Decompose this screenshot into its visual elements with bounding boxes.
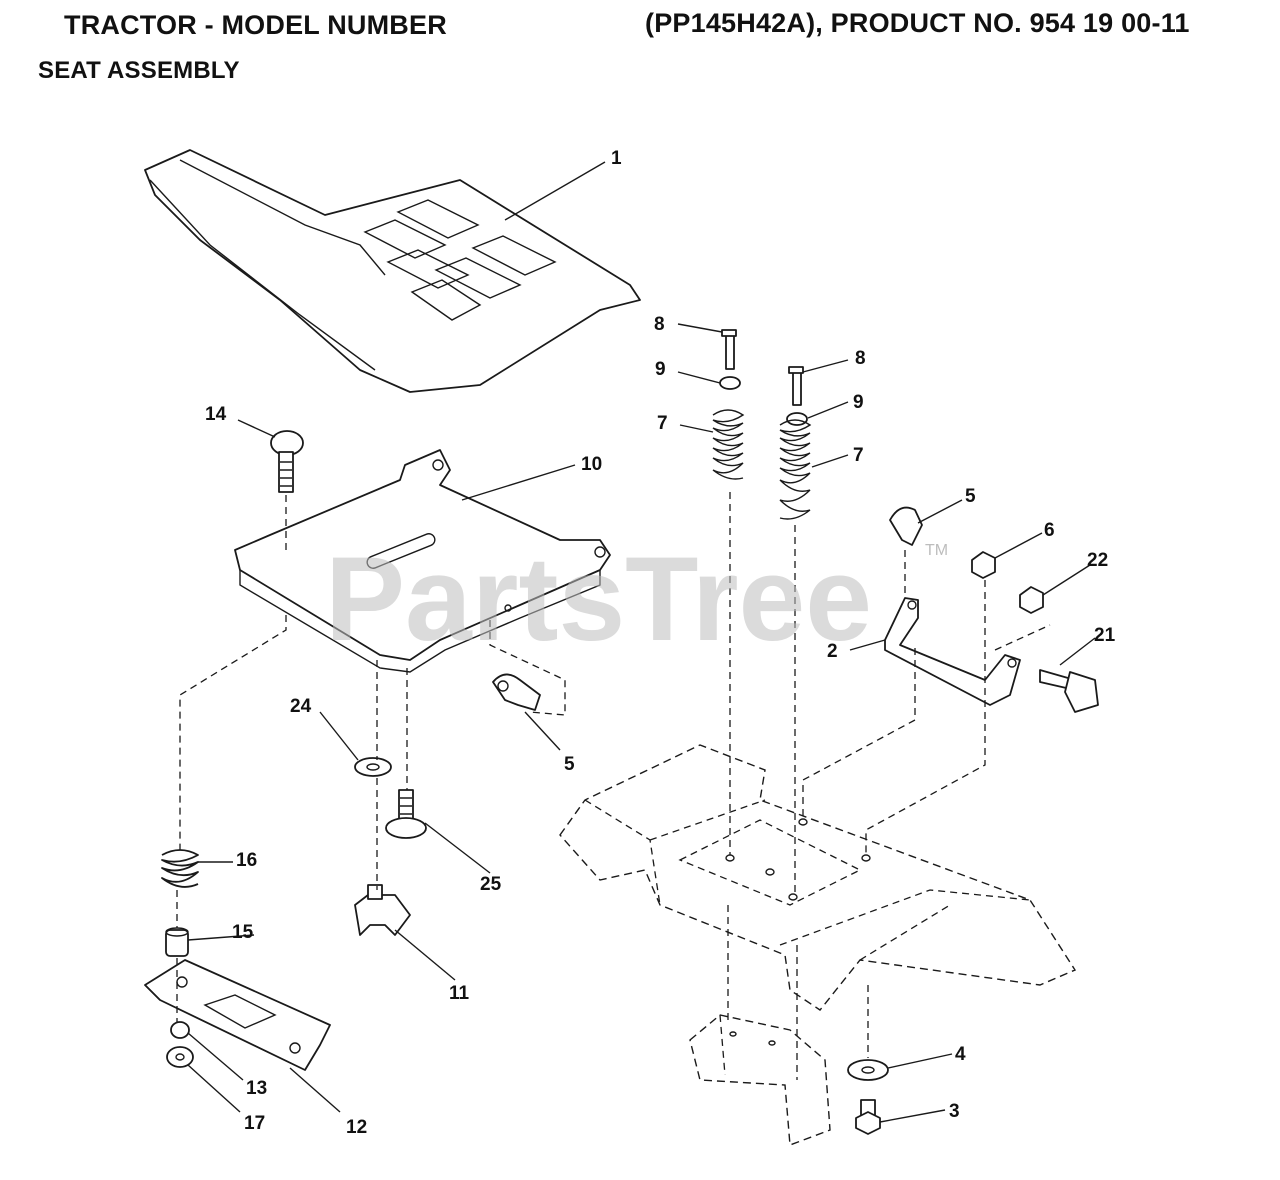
callout-1: 1 — [611, 148, 622, 169]
callout-21: 21 — [1094, 625, 1116, 646]
callout-25: 25 — [480, 874, 502, 895]
callout-12: 12 — [346, 1117, 367, 1138]
hardware-right — [712, 329, 1099, 1135]
callout-6: 6 — [1044, 520, 1055, 541]
seat-cushion — [144, 149, 641, 393]
watermark-text: PartsTree — [325, 532, 872, 666]
callout-15: 15 — [232, 922, 254, 943]
callout-14: 14 — [205, 404, 227, 425]
callout-labels: 1 10 14 8 8 9 9 7 7 5 6 22 21 2 5 24 25 … — [205, 148, 1116, 1138]
callout-4: 4 — [955, 1044, 966, 1065]
callout-10: 10 — [581, 454, 602, 475]
partstree-watermark: PartsTree TM — [325, 532, 948, 666]
hardware-left — [161, 430, 541, 1068]
callout-7-right: 7 — [853, 445, 864, 466]
callout-11: 11 — [449, 983, 470, 1004]
callout-17: 17 — [244, 1113, 265, 1134]
callout-3: 3 — [949, 1101, 960, 1122]
callout-13: 13 — [246, 1078, 267, 1099]
assembly-lines — [176, 492, 1051, 1080]
callout-5-left: 5 — [564, 754, 575, 775]
callout-8-right: 8 — [855, 348, 866, 369]
callout-2: 2 — [827, 641, 838, 662]
seat-slide-rail — [144, 959, 331, 1071]
tractor-frame — [559, 744, 1077, 1146]
diagram-title: TRACTOR - MODEL NUMBER — [64, 10, 447, 40]
seat-pan — [234, 449, 611, 673]
watermark-trademark: TM — [925, 542, 948, 559]
callout-16: 16 — [236, 850, 257, 871]
callout-24: 24 — [290, 696, 312, 717]
callout-7-left: 7 — [657, 413, 668, 434]
callout-8-left: 8 — [654, 314, 665, 335]
section-title: SEAT ASSEMBLY — [38, 57, 240, 84]
callout-22: 22 — [1087, 550, 1108, 571]
callout-9-left: 9 — [655, 359, 666, 380]
callout-9-right: 9 — [853, 392, 864, 413]
product-number: (PP145H42A), PRODUCT NO. 954 19 00-11 — [645, 8, 1190, 38]
callout-5-right: 5 — [965, 486, 976, 507]
leader-lines — [187, 161, 1096, 1123]
